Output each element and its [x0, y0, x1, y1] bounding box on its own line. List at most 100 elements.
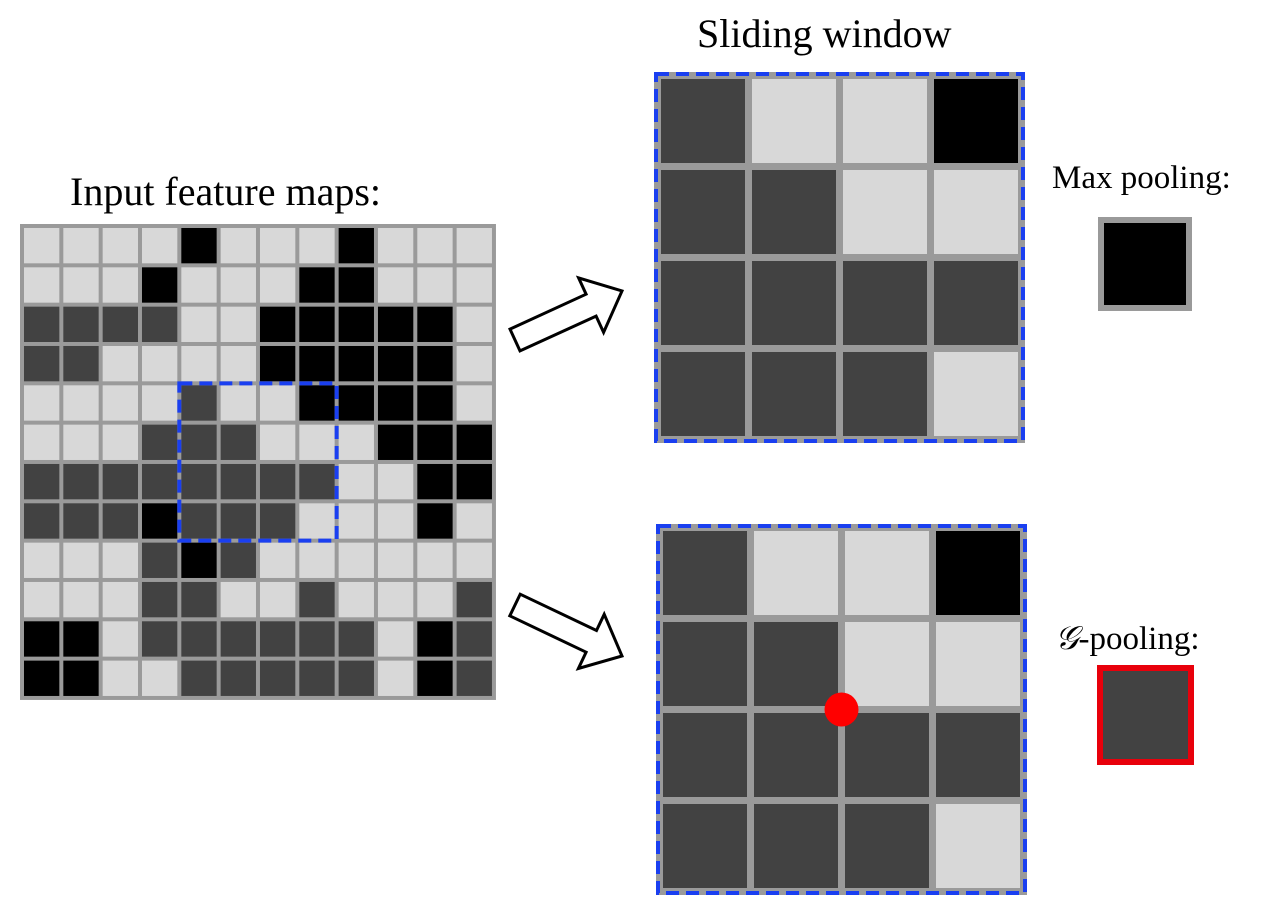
window-max-outline: [654, 72, 1025, 443]
input-cell: [181, 385, 217, 421]
input-cell: [24, 306, 60, 342]
sliding-window-max: [654, 72, 1025, 443]
g-pooling-label: 𝒢-pooling:: [1055, 618, 1200, 658]
input-cell: [220, 306, 256, 342]
input-cell: [24, 345, 60, 382]
input-feature-maps-label: Input feature maps:: [70, 169, 381, 214]
input-cell: [220, 621, 256, 657]
input-cell: [24, 463, 60, 500]
input-cell: [338, 424, 374, 460]
input-cell: [259, 345, 296, 382]
input-cell: [63, 385, 99, 421]
input-cell: [181, 542, 217, 578]
input-cell: [377, 424, 414, 460]
input-cell: [141, 503, 178, 539]
window-max-cell: [752, 261, 836, 345]
input-cell: [259, 463, 296, 500]
input-cell: [141, 621, 178, 657]
input-cell: [24, 424, 60, 460]
input-cell: [338, 581, 374, 618]
input-cell: [102, 542, 138, 578]
input-cell: [63, 267, 99, 303]
pooling-results: [1097, 217, 1194, 765]
input-cell: [456, 660, 492, 696]
input-cell: [377, 542, 414, 578]
input-cell: [456, 306, 492, 342]
input-cell: [259, 306, 296, 342]
input-cell: [24, 267, 60, 303]
window-max-cell: [843, 79, 927, 163]
input-cell: [141, 385, 178, 421]
input-cell: [259, 385, 296, 421]
input-cell: [181, 581, 217, 618]
input-cell: [181, 228, 217, 264]
window-g-cell: [663, 804, 747, 888]
input-cell: [102, 424, 138, 460]
input-cell: [299, 306, 335, 342]
input-cell: [338, 621, 374, 657]
max-pooling-label: Max pooling:: [1052, 160, 1231, 196]
input-cell: [24, 385, 60, 421]
window-g-cell: [663, 531, 747, 615]
input-cell: [299, 542, 335, 578]
window-max-cell: [752, 352, 836, 436]
input-cell: [102, 267, 138, 303]
input-cell: [24, 621, 60, 657]
sliding-window-g: [656, 524, 1027, 895]
input-cell: [299, 581, 335, 618]
input-cell: [299, 463, 335, 500]
input-cell: [417, 581, 453, 618]
input-cell: [417, 542, 453, 578]
input-window-outline: [177, 381, 339, 543]
input-cell: [456, 385, 492, 421]
input-cell: [259, 267, 296, 303]
input-cell: [220, 581, 256, 618]
input-cell: [338, 463, 374, 500]
input-cell: [338, 385, 374, 421]
input-cell: [220, 660, 256, 696]
input-cell: [417, 345, 453, 382]
input-cell: [417, 306, 453, 342]
window-g-cell: [845, 713, 929, 797]
window-g-cell: [936, 804, 1020, 888]
input-feature-map: [20, 224, 496, 700]
center-point-marker: [824, 692, 859, 727]
max-pooling-result: [1104, 223, 1186, 305]
input-cell: [338, 503, 374, 539]
input-cell: [299, 424, 335, 460]
window-g-cell: [754, 804, 838, 888]
input-cell: [102, 621, 138, 657]
window-max-cell: [843, 170, 927, 254]
input-cell: [63, 660, 99, 696]
input-cell: [141, 660, 178, 696]
input-cell: [181, 345, 217, 382]
input-cell: [377, 581, 414, 618]
input-cell: [456, 542, 492, 578]
input-cell: [456, 267, 492, 303]
input-cell: [102, 463, 138, 500]
input-cell: [102, 228, 138, 264]
input-cell: [259, 581, 296, 618]
input-cell: [63, 542, 99, 578]
input-cell: [181, 306, 217, 342]
input-cell: [259, 621, 296, 657]
window-max-cell: [934, 261, 1018, 345]
input-cell: [220, 228, 256, 264]
window-g-cell: [845, 804, 929, 888]
input-cell: [181, 621, 217, 657]
input-cell: [299, 660, 335, 696]
input-cell: [141, 228, 178, 264]
input-cell: [220, 463, 256, 500]
input-cell: [102, 306, 138, 342]
window-max-cell: [661, 79, 745, 163]
window-g-cell: [754, 622, 838, 706]
input-cell: [299, 503, 335, 539]
input-cell: [377, 267, 414, 303]
input-cell: [181, 660, 217, 696]
window-g-cell: [845, 531, 929, 615]
window-max-cell: [843, 352, 927, 436]
input-cell: [259, 424, 296, 460]
input-cell: [417, 267, 453, 303]
window-max-cell: [752, 79, 836, 163]
